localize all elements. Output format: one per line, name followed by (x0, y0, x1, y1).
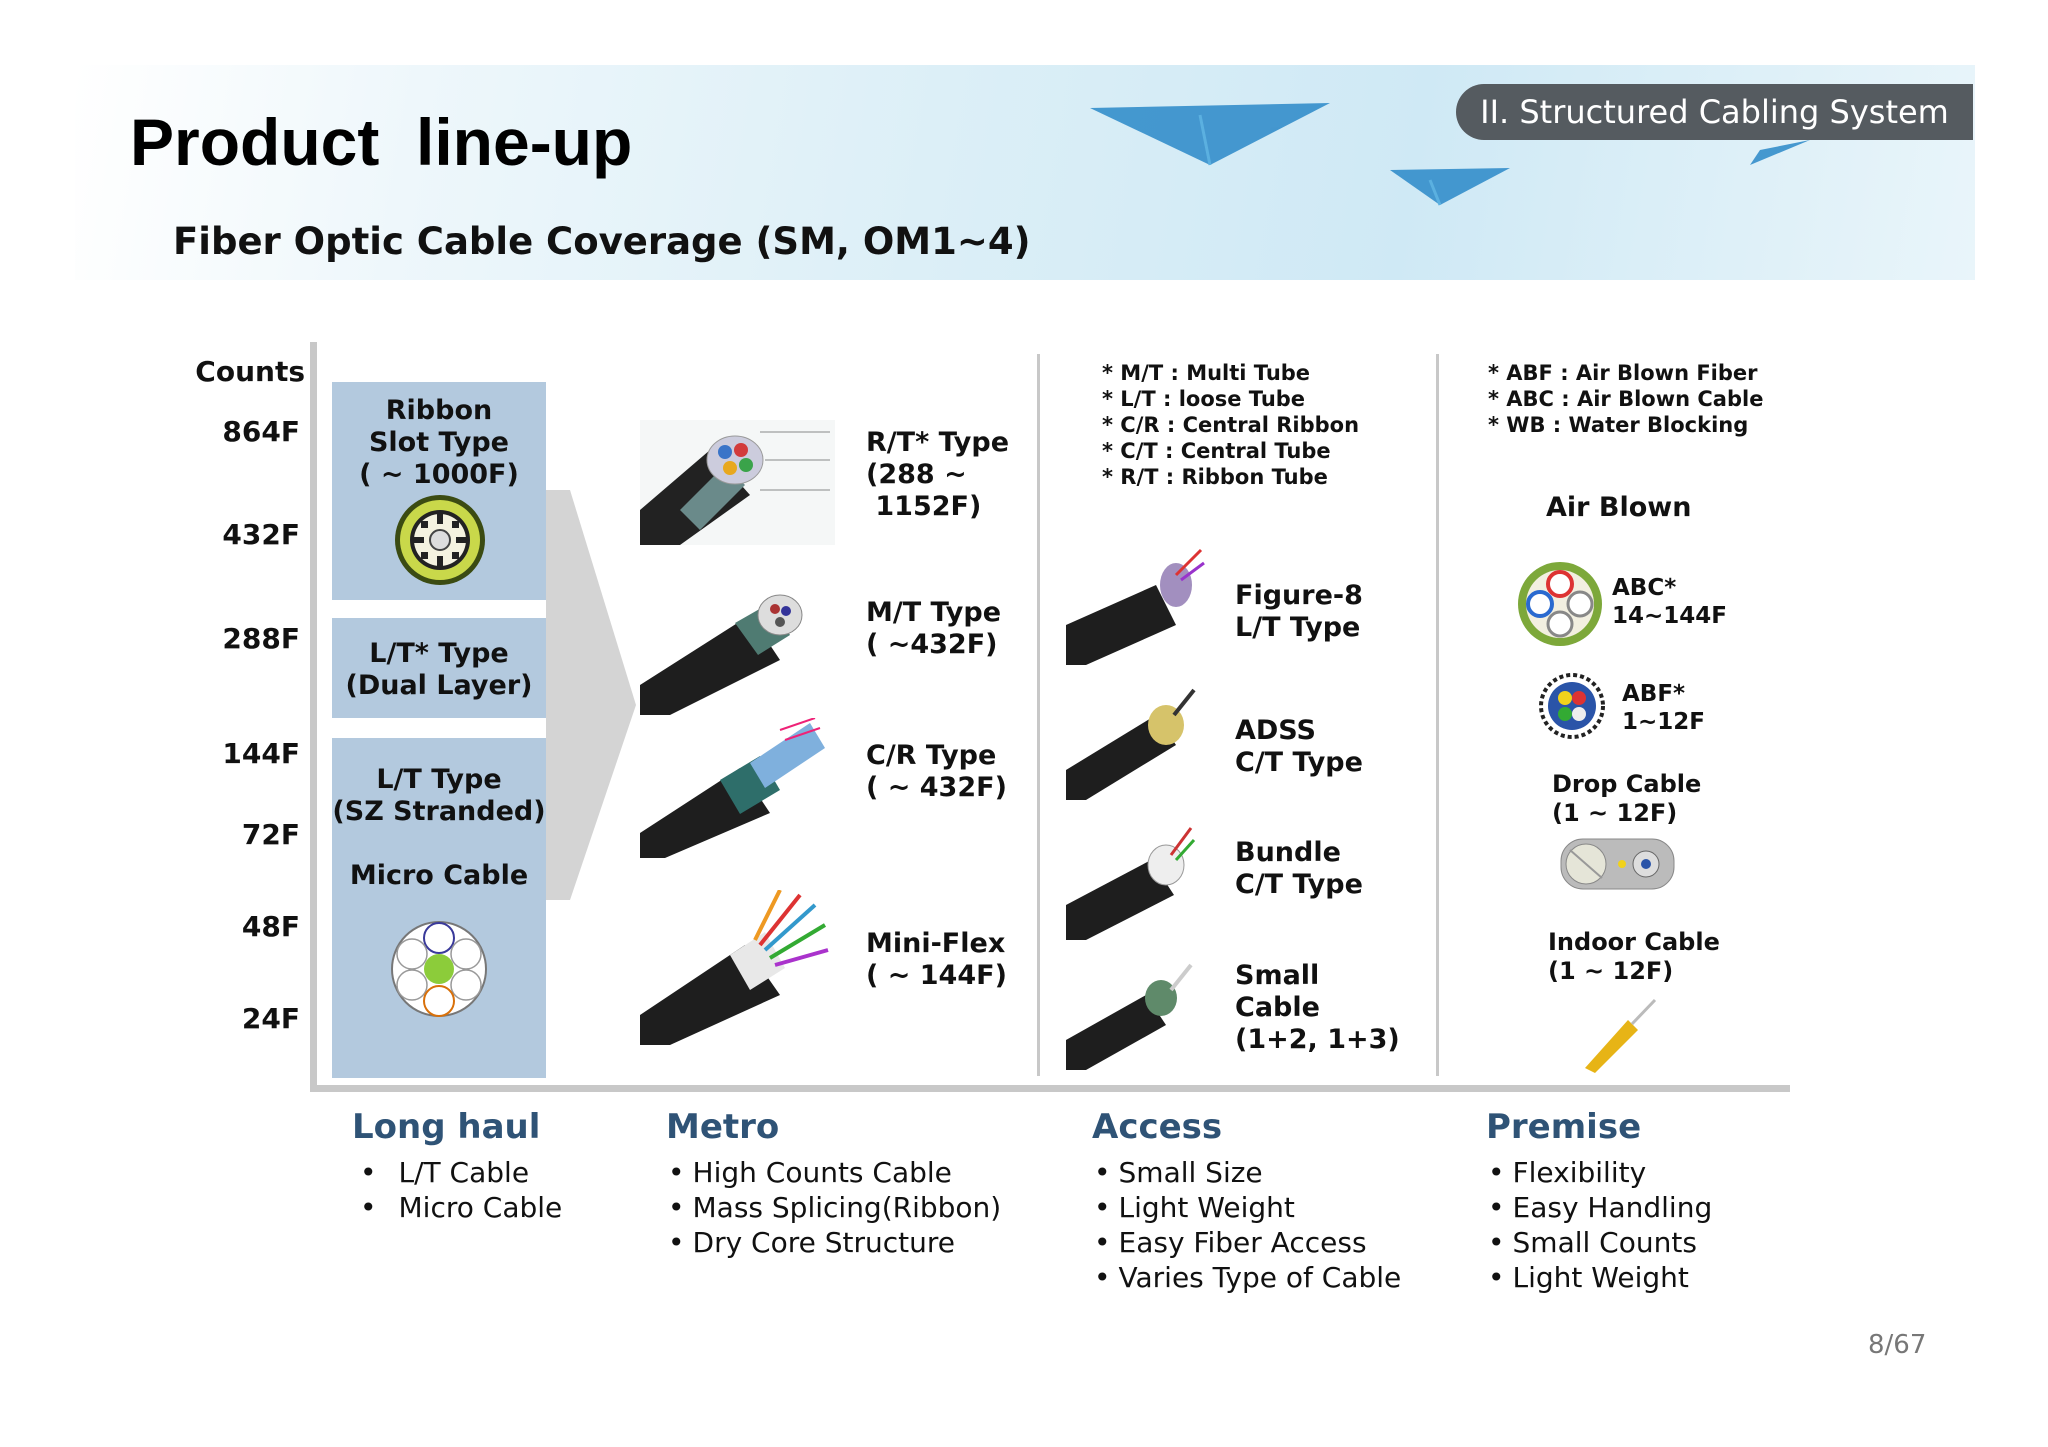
lt-sz-stranded-label: L/T Type (SZ Stranded) (332, 764, 546, 827)
list-item: Light Weight (1094, 1190, 1401, 1225)
indoor-cable-icon (1585, 998, 1657, 1073)
slide-subtitle: Fiber Optic Cable Coverage (SM, OM1~4) (173, 220, 1031, 263)
drop-cable-icon (1560, 838, 1675, 890)
segment-title-premise: Premise (1486, 1107, 1642, 1147)
rt-type-cable-image (640, 420, 835, 545)
count-tick: 24F (241, 1002, 300, 1035)
list-item: Small Counts (1488, 1225, 1712, 1260)
abf-label: ABF* 1~12F (1622, 681, 1705, 735)
micro-cable-label: Micro Cable (349, 860, 529, 891)
slide-title: Product line-up (130, 105, 633, 179)
list-item: Easy Fiber Access (1094, 1225, 1401, 1260)
segment-list-long-haul: L/T Cable Micro Cable (356, 1155, 563, 1225)
section-tag: II. Structured Cabling System (1456, 84, 1973, 140)
count-tick: 864F (222, 415, 300, 448)
adss-cable-image (1066, 688, 1196, 800)
count-tick: 48F (241, 910, 300, 943)
lt-dual-layer-box (332, 618, 546, 718)
segment-title-long-haul: Long haul (352, 1107, 541, 1147)
bundle-cable-image (1066, 827, 1196, 940)
mt-type-label: M/T Type ( ~432F) (866, 597, 1001, 660)
lt-sz-stranded-box (332, 738, 546, 1078)
premise-abbreviations: * ABF : Air Blown Fiber * ABC : Air Blow… (1488, 361, 1764, 437)
rt-type-label: R/T* Type (288 ~ 1152F) (866, 427, 1010, 522)
bundle-label: Bundle C/T Type (1235, 837, 1363, 900)
segment-list-premise: Flexibility Easy Handling Small Counts L… (1488, 1155, 1713, 1295)
list-item: Small Size (1094, 1155, 1401, 1190)
page-number: 8/67 (1868, 1330, 1927, 1360)
flow-arrow (546, 490, 636, 900)
count-tick: 288F (222, 622, 300, 655)
lt-dual-layer-label: L/T* Type (Dual Layer) (345, 638, 533, 701)
drop-cable-label: Drop Cable (1 ~ 12F) (1552, 770, 1702, 827)
abc-cable-icon (1518, 562, 1602, 646)
list-item: High Counts Cable (668, 1155, 1001, 1190)
axis-title: Counts (195, 355, 305, 388)
list-item: Flexibility (1488, 1155, 1712, 1190)
segment-title-access: Access (1092, 1107, 1223, 1147)
mini-flex-cable-image (640, 890, 829, 1045)
mini-flex-label: Mini-Flex ( ~ 144F) (866, 928, 1007, 991)
paper-plane-decoration (1090, 103, 1810, 206)
count-tick: 144F (222, 737, 300, 770)
list-item: Micro Cable (356, 1190, 563, 1225)
list-item: Light Weight (1488, 1260, 1712, 1295)
access-premise-divider (1436, 354, 1439, 1076)
indoor-cable-label: Indoor Cable (1 ~ 12F) (1548, 928, 1720, 985)
mt-type-cable-image (640, 594, 803, 715)
list-item: L/T Cable (356, 1155, 562, 1190)
segment-title-metro: Metro (666, 1107, 780, 1147)
abf-cable-icon (1539, 673, 1605, 739)
counts-axis (310, 342, 317, 1092)
baseline-axis (310, 1085, 1790, 1092)
figure-8-label: Figure-8 L/T Type (1235, 580, 1363, 643)
metro-access-divider (1037, 354, 1040, 1076)
segment-list-metro: High Counts Cable Mass Splicing(Ribbon) … (668, 1155, 1002, 1260)
list-item: Varies Type of Cable (1094, 1260, 1402, 1295)
adss-label: ADSS C/T Type (1235, 715, 1363, 778)
count-tick: 72F (241, 818, 300, 851)
micro-cable-icon (391, 921, 487, 1017)
segment-list-access: Small Size Light Weight Easy Fiber Acces… (1094, 1155, 1402, 1295)
count-tick: 432F (222, 518, 300, 551)
list-item: Dry Core Structure (668, 1225, 1001, 1260)
list-item: Easy Handling (1488, 1190, 1713, 1225)
figure-8-cable-image (1066, 548, 1205, 665)
small-cable-label: Small Cable (1+2, 1+3) (1235, 960, 1400, 1055)
ribbon-slot-label: Ribbon Slot Type ( ~ 1000F) (359, 395, 519, 490)
cr-type-cable-image (640, 718, 825, 858)
abc-label: ABC* 14~144F (1612, 575, 1727, 629)
air-blown-heading: Air Blown (1546, 492, 1692, 523)
access-abbreviations: * M/T : Multi Tube * L/T : loose Tube * … (1102, 361, 1360, 489)
small-cable-image (1066, 963, 1193, 1070)
cr-type-label: C/R Type ( ~ 432F) (866, 740, 1007, 803)
list-item: Mass Splicing(Ribbon) (668, 1190, 1002, 1225)
ribbon-slot-cable-icon (395, 495, 485, 585)
